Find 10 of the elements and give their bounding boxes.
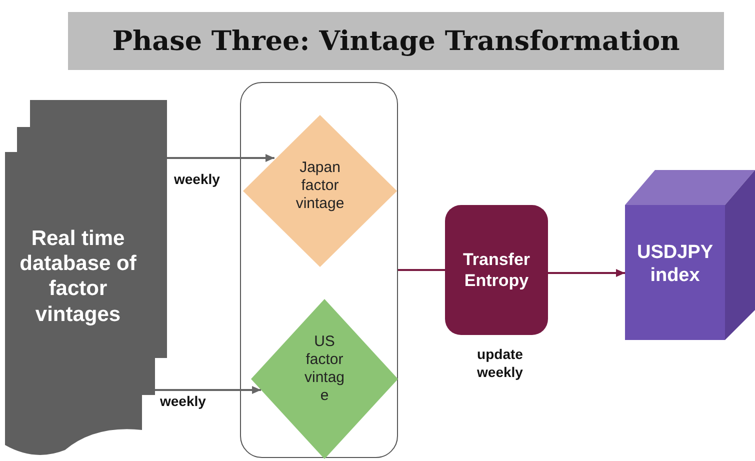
node-label: Real time database of factor vintages [18,226,138,327]
node-label: USDJPY index [636,242,714,288]
node-label: US factor vintag e [303,333,346,405]
node-label: Japan factor vintage [294,159,346,213]
arrow [155,386,262,394]
arrow [167,154,274,162]
title-banner: Phase Three: Vintage Transformation [68,12,724,70]
arrow [548,269,625,277]
group-container [240,82,398,458]
process-box: Transfer Entropy [445,205,548,335]
